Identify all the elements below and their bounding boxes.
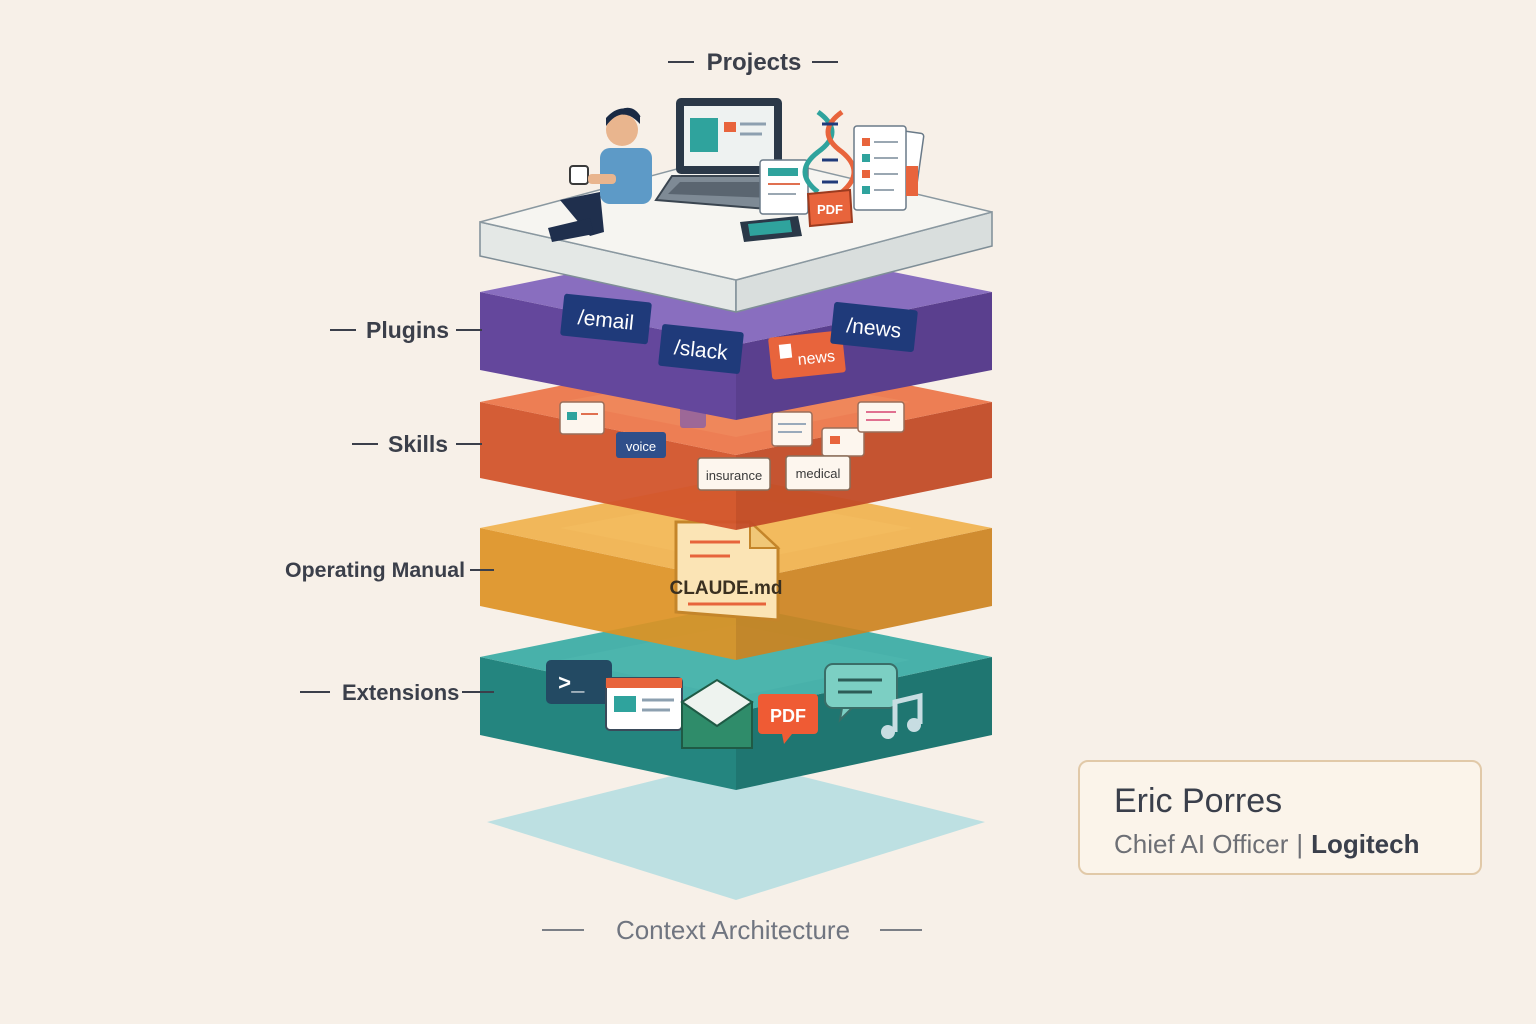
label-plugins: Plugins [330,317,482,343]
plugin-news: /news [830,302,918,353]
plugin-slack: /slack [658,324,744,374]
terminal-icon: >_ [546,660,612,704]
svg-text:insurance: insurance [706,468,762,483]
skill-card-5 [858,402,904,432]
document-icon [760,160,808,214]
author-title: Chief AI Officer [1114,829,1288,859]
label-skills: Skills [352,431,482,457]
svg-text:Skills: Skills [388,431,448,457]
label-projects: Projects [668,49,838,76]
svg-text:PDF: PDF [770,706,806,726]
svg-text:PDF: PDF [817,202,843,217]
title-separator: | [1296,829,1303,859]
skill-voice: voice [616,432,666,458]
svg-text:CLAUDE.md: CLAUDE.md [670,578,783,599]
svg-text:Context Architecture: Context Architecture [616,915,850,945]
svg-text:>_: >_ [558,672,585,697]
label-context-architecture: Context Architecture [542,915,922,945]
skill-insurance: insurance [698,458,770,490]
pdf-icon: PDF [808,190,852,226]
author-title-line: Chief AI Officer | Logitech [1114,829,1419,860]
svg-text:medical: medical [796,466,841,481]
browser-icon [606,678,682,730]
claude-md-file: CLAUDE.md [670,522,783,620]
svg-text:Projects: Projects [707,49,802,76]
skill-card-3 [772,412,812,446]
svg-text:Extensions: Extensions [342,680,459,705]
svg-text:Operating Manual: Operating Manual [285,559,465,582]
label-operating-manual: Operating Manual [285,559,494,582]
author-card: Eric Porres Chief AI Officer | Logitech [1078,760,1482,875]
skill-card-1 [560,402,604,434]
svg-text:voice: voice [626,439,656,454]
author-company: Logitech [1311,829,1419,859]
author-name: Eric Porres [1114,782,1282,821]
svg-text:Plugins: Plugins [366,317,449,343]
label-extensions: Extensions [300,680,494,705]
skill-medical: medical [786,456,850,490]
skill-card-4 [822,428,864,456]
